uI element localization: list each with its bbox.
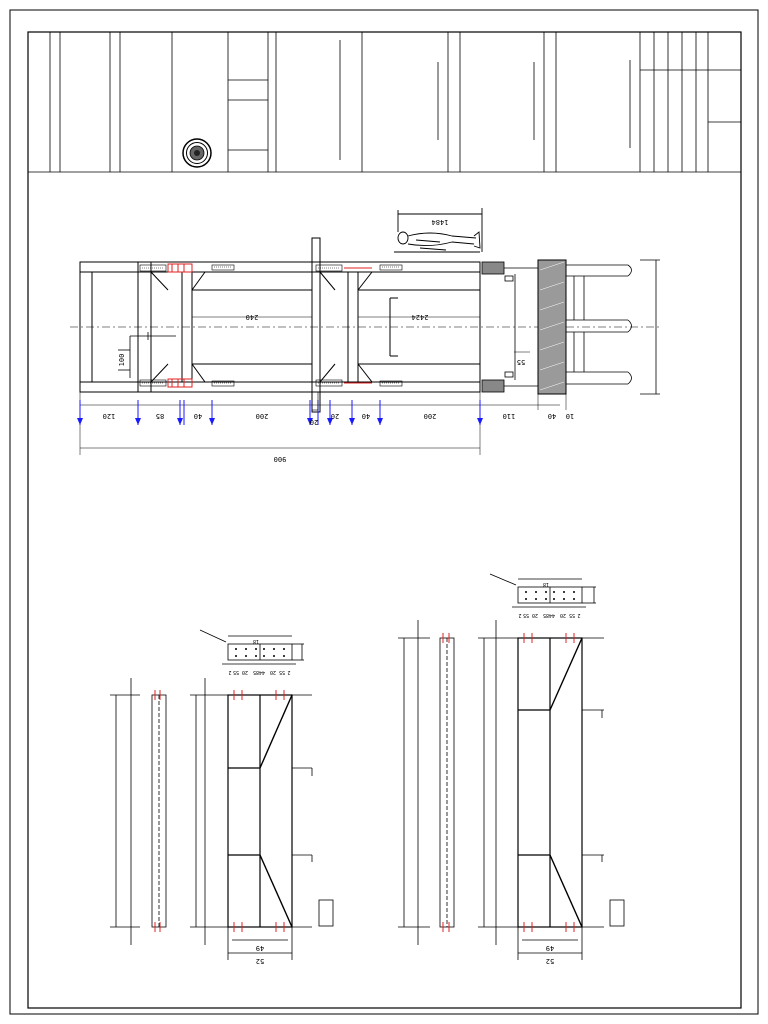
left-plate-dim-1: 55 <box>233 669 239 675</box>
left-bolt-plate <box>199 629 304 665</box>
right-plate-dim-1: 55 <box>523 612 529 618</box>
left-elevation-detail: 49 52 18 2 55 20 4485 20 55 2 <box>110 629 334 965</box>
bottom-dimension-labels: 120 85 40 200 20 20 40 200 110 40 10 900 <box>103 412 575 463</box>
right-plate-dim-4: 20 <box>560 612 566 618</box>
left-plate-dim-5: 55 <box>279 669 285 675</box>
dim-200-a: 200 <box>256 412 269 420</box>
right-plate-dim-5: 55 <box>569 612 575 618</box>
dim-110: 110 <box>503 412 516 420</box>
dim-49-left: 49 <box>256 944 264 952</box>
dim-55: 55 <box>517 358 525 366</box>
right-plate-dim-3: 4485 <box>543 612 555 618</box>
dim-40-b: 40 <box>362 412 370 420</box>
end-block <box>481 259 660 395</box>
plan-red-bolts <box>167 263 372 388</box>
right-plate-dim-2: 20 <box>532 612 538 618</box>
left-plate-dim-2: 20 <box>242 669 248 675</box>
dim-100: 100 <box>118 354 126 367</box>
dim-2424: 2424 <box>412 313 429 321</box>
dim-200-b: 200 <box>424 412 437 420</box>
dim-240: 240 <box>246 313 259 321</box>
right-plate-dim-0: 2 <box>518 612 521 618</box>
dim-120: 120 <box>103 412 116 420</box>
dim-52-right: 52 <box>546 957 554 965</box>
dim-10: 10 <box>566 412 574 420</box>
right-elevation-detail: 49 52 18 2 55 20 4485 20 55 2 <box>398 573 625 965</box>
outer-border <box>9 9 759 1015</box>
right-plate-dim-6: 2 <box>577 612 580 618</box>
dim-900: 900 <box>274 455 287 463</box>
plan-view: 100 <box>70 208 660 463</box>
right-plate-top-dim: 18 <box>543 581 549 587</box>
right-bolt-plate <box>489 573 596 608</box>
title-block <box>28 32 741 173</box>
left-plate-dim-3: 4485 <box>253 669 265 675</box>
left-plate-dim-0: 2 <box>228 669 231 675</box>
seal-emblem <box>182 138 212 168</box>
dim-1484: 1484 <box>432 218 449 226</box>
left-plate-dim-6: 2 <box>287 669 290 675</box>
left-plate-dim-4: 20 <box>270 669 276 675</box>
dim-40-c: 40 <box>548 412 556 420</box>
drawing-frame <box>27 31 742 1009</box>
dim-52-left: 52 <box>256 957 264 965</box>
dim-85: 85 <box>156 412 164 420</box>
dim-20-a: 20 <box>310 418 318 426</box>
left-plate-top-dim: 18 <box>253 638 259 644</box>
dim-49-right: 49 <box>546 944 554 952</box>
blue-dimension-ticks <box>79 400 481 425</box>
dim-20-b: 20 <box>331 412 339 420</box>
plan-bolt-groups <box>139 264 403 387</box>
dim-40-a: 40 <box>194 412 202 420</box>
person-figure <box>394 208 483 253</box>
